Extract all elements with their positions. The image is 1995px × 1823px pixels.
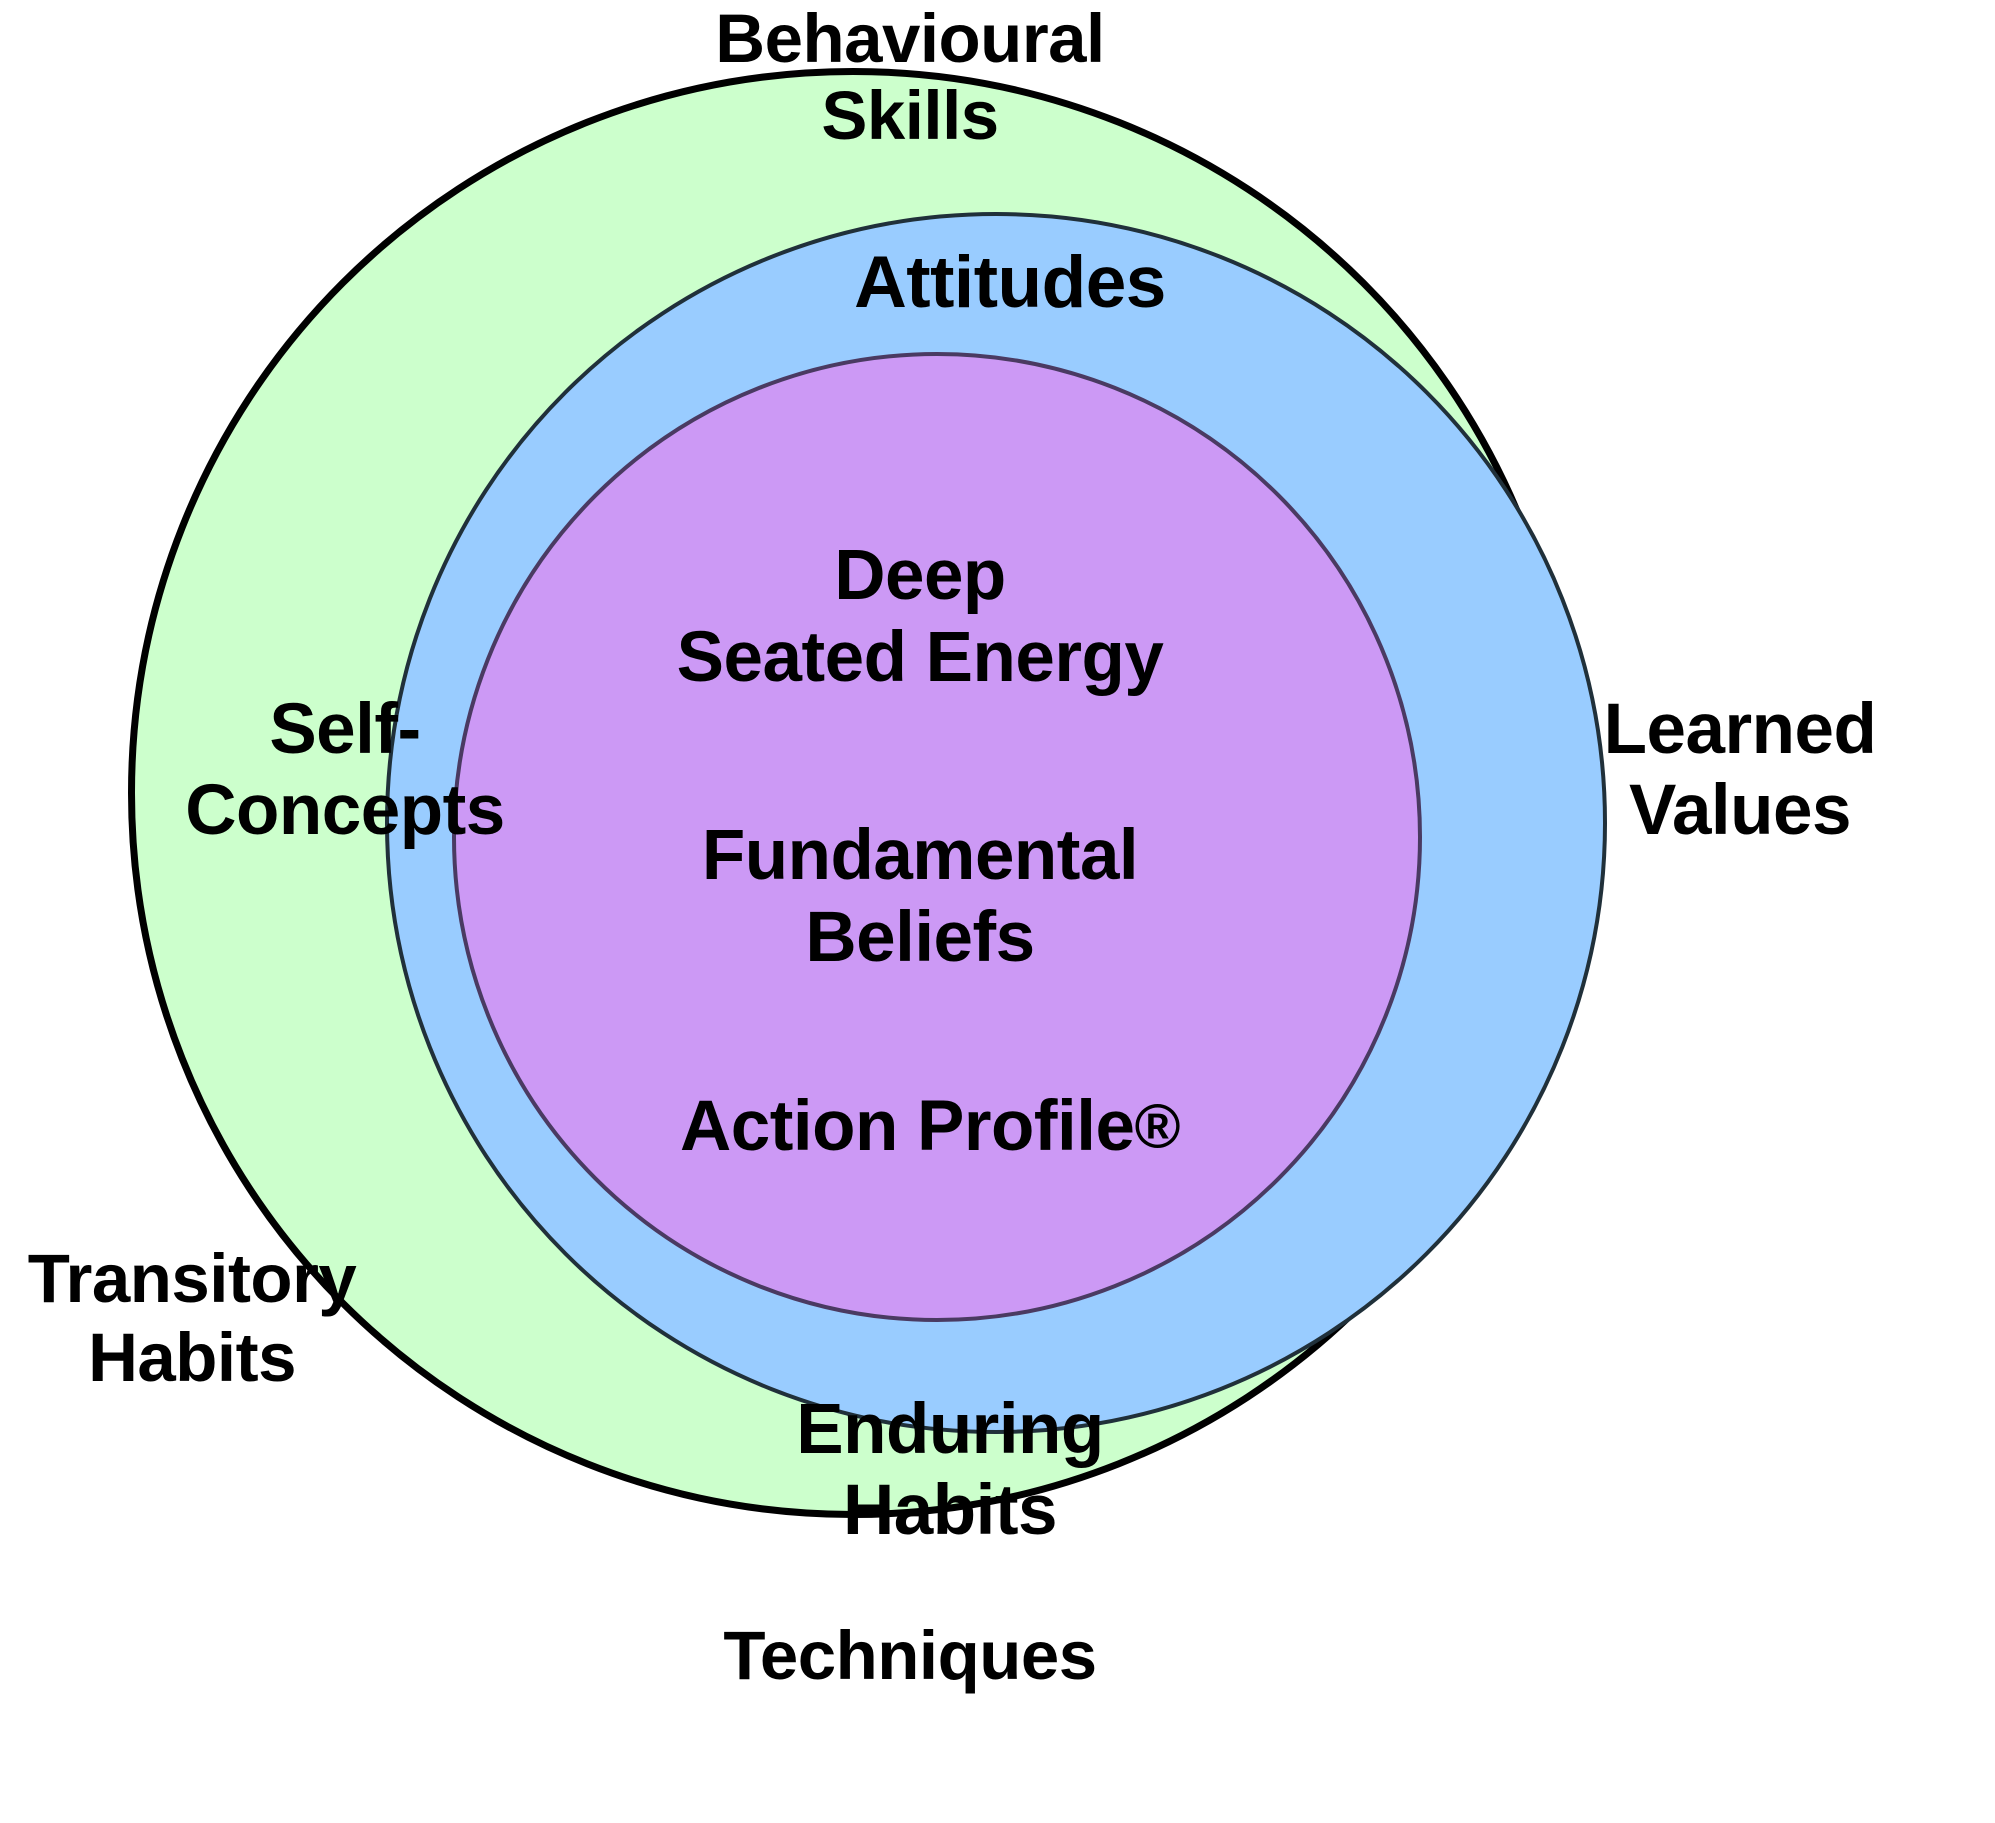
inner-circle xyxy=(452,352,1422,1322)
label-techniques: Techniques xyxy=(723,1617,1097,1694)
